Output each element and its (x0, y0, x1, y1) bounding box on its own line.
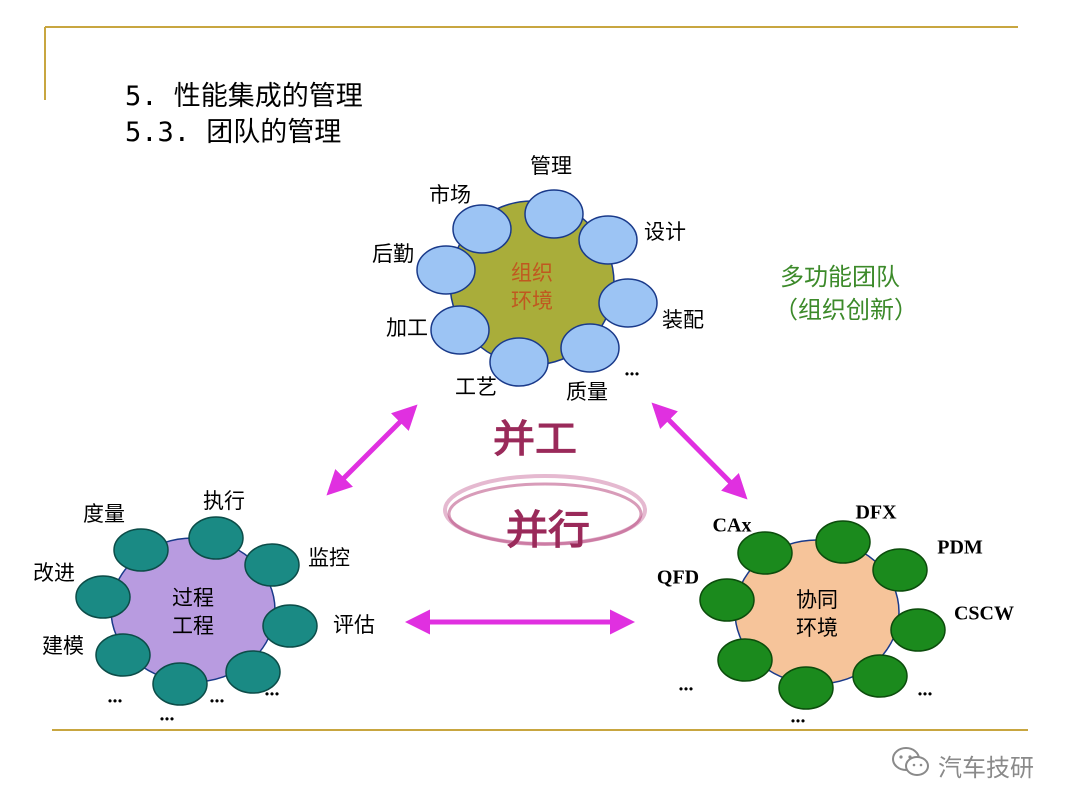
right-label-cax: CAx (712, 514, 752, 537)
left-node (225, 650, 281, 694)
left-label-measure: 度量 (83, 502, 125, 526)
left-label-modeling: 建模 (42, 634, 84, 658)
left-node (95, 633, 151, 677)
top-label-process: 工艺 (455, 375, 497, 399)
top-label-market: 市场 (429, 183, 471, 207)
side-note-line1: 多功能团队 (780, 263, 900, 291)
left-label-more-3: ... (264, 678, 280, 701)
right-node (890, 608, 946, 652)
right-label-pdm: PDM (937, 536, 983, 559)
left-node (152, 662, 208, 706)
left-cluster (75, 516, 318, 706)
top-node (560, 323, 620, 373)
left-label-monitor: 监控 (308, 546, 350, 570)
arrow-left-top (326, 404, 418, 496)
left-node (113, 528, 169, 572)
left-label-more-1: ... (107, 685, 123, 708)
top-node (452, 204, 512, 254)
top-node (524, 189, 584, 239)
right-node (872, 548, 928, 592)
connector-arrows (326, 402, 748, 635)
ring-text-top: 并工 (493, 418, 577, 462)
right-node (717, 638, 773, 682)
left-label-more-4: ... (159, 703, 175, 726)
top-node (598, 278, 658, 328)
top-label-design: 设计 (644, 220, 686, 244)
top-node (489, 337, 549, 387)
right-label-qfd: QFD (656, 566, 700, 589)
top-label-quality: 质量 (566, 380, 608, 404)
right-node (815, 520, 871, 564)
top-cluster (416, 189, 658, 387)
top-label-management: 管理 (530, 154, 572, 178)
left-label-evaluate: 评估 (333, 613, 375, 637)
right-node (852, 654, 908, 698)
top-hub-label: 组织 环境 (511, 261, 553, 313)
left-label-execute: 执行 (203, 489, 245, 513)
left-hub-label: 过程 工程 (172, 586, 214, 638)
center-ring-motif: 并工 并行 (443, 418, 647, 553)
top-node (416, 245, 476, 295)
left-label-improve: 改进 (33, 561, 75, 585)
left-label-more-2: ... (209, 685, 225, 708)
right-label-cscw: CSCW (953, 602, 1015, 625)
arrow-top-right (651, 402, 748, 500)
top-label-assembly: 装配 (662, 308, 704, 332)
left-node (75, 575, 131, 619)
side-note-line2: （组织创新） (774, 296, 918, 324)
top-node (578, 215, 638, 265)
top-label-machining: 加工 (386, 316, 428, 340)
right-label-more-3: ... (790, 705, 806, 728)
right-label-more-2: ... (917, 678, 933, 701)
left-node (244, 543, 300, 587)
left-node (188, 516, 244, 560)
top-node (430, 305, 490, 355)
right-node (699, 578, 755, 622)
right-node (778, 666, 834, 710)
left-node (262, 604, 318, 648)
heading-subsection: 5.3. 团队的管理 (125, 117, 342, 148)
top-label-more: ... (624, 358, 640, 381)
right-label-dfx: DFX (855, 501, 897, 524)
right-label-more-1: ... (678, 673, 694, 696)
ring-text-bottom: 并行 (506, 506, 590, 553)
heading-section: 5. 性能集成的管理 (125, 81, 363, 112)
right-hub-label: 协同 环境 (796, 588, 838, 640)
right-node (737, 531, 793, 575)
wechat-icon (892, 747, 929, 776)
top-label-logistics: 后勤 (372, 242, 414, 266)
right-cluster (699, 520, 946, 710)
watermark-text: 汽车技研 (938, 754, 1034, 782)
